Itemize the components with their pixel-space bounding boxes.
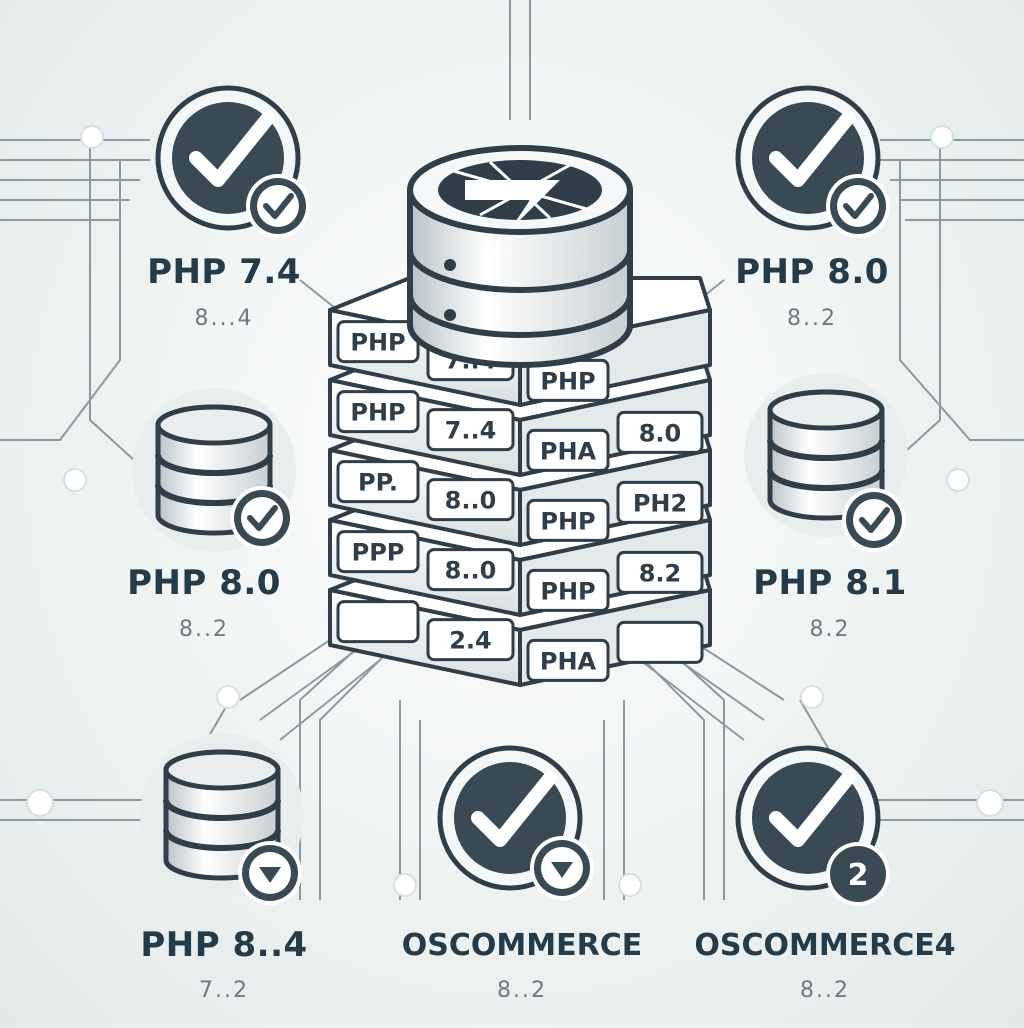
bottom-mid-check-icon [440, 748, 594, 900]
mid-right-subtitle: 8.2 [809, 617, 851, 642]
top-left-subtitle: 8...4 [194, 306, 254, 331]
badge-number: 2 [848, 858, 869, 893]
stack-tag-label: PHP [540, 577, 595, 605]
bottom-right-subtitle: 8..2 [800, 978, 850, 1003]
stack-tag-label: PP. [358, 469, 398, 497]
bottom-mid-title: OSCOMMERCE [401, 928, 643, 963]
stack-tag-label: PHA [540, 647, 597, 675]
stack-tag-label: PHA [540, 437, 597, 465]
stack-tag-label: 8.2 [639, 559, 682, 587]
mid-left-title: PHP 8.0 [127, 563, 281, 603]
mid-right-title: PHP 8.1 [753, 563, 907, 603]
stack-tag-label: 7..4 [445, 417, 497, 445]
top-server-icon [407, 145, 633, 368]
mid-right-database-icon [744, 373, 908, 552]
bottom-right-title: OSCOMMERCE4 [694, 928, 956, 963]
stack-tag-label: PPP [352, 539, 405, 567]
connector-nodes [26, 125, 1004, 897]
bottom-left-title: PHP 8..4 [140, 925, 308, 965]
top-left-check-icon [158, 88, 310, 238]
bottom-left-database-icon [140, 733, 304, 905]
mid-left-subtitle: 8..2 [179, 617, 229, 642]
top-right-subtitle: 8..2 [787, 306, 837, 331]
top-right-title: PHP 8.0 [735, 252, 889, 292]
stack-tag-label: 2.4 [449, 627, 492, 655]
stack-tag-label: PHP [350, 329, 405, 357]
php-stack: 2.4PHAPPP8..0PHP8.2PP.8..0PHPPH2PHP7..4P… [328, 145, 712, 687]
stack-tag-label: 8.0 [639, 419, 682, 447]
stack-tag-label: PHP [350, 399, 405, 427]
stack-tag-label: PH2 [633, 489, 687, 517]
stack-tag-label: 8..0 [445, 557, 497, 585]
stack-tag-label: PHP [540, 507, 595, 535]
stack-tag-label: 8..0 [445, 487, 497, 515]
mid-left-database-icon [132, 388, 296, 552]
bottom-mid-subtitle: 8..2 [497, 978, 547, 1003]
stack-tag-label: PHP [540, 367, 595, 395]
top-right-check-icon [738, 88, 890, 238]
bottom-right-check-icon: 2 [738, 748, 890, 906]
bottom-left-subtitle: 7..2 [199, 978, 249, 1003]
top-left-title: PHP 7.4 [147, 252, 301, 292]
